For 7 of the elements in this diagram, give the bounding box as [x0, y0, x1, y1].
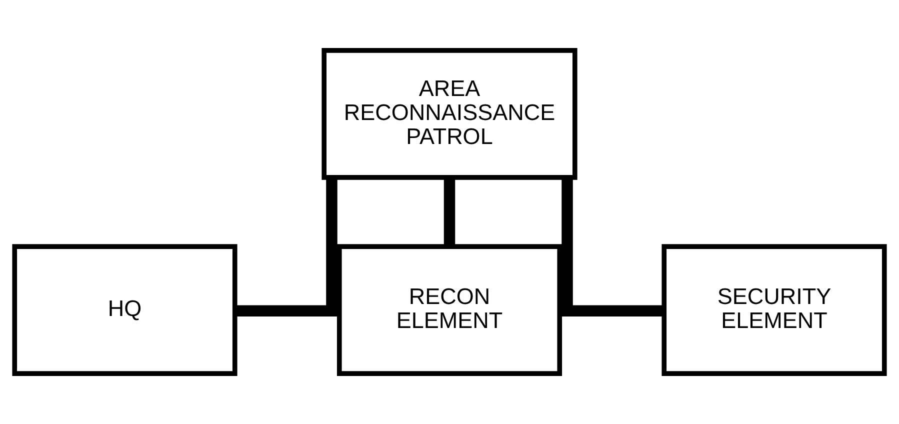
node-box: AREA RECONNAISSANCE PATROL [322, 48, 578, 180]
node-box: RECON ELEMENT [336, 244, 562, 376]
connector [562, 178, 664, 316]
node-box: SECURITY ELEMENT [662, 244, 887, 376]
node-box: HQ [12, 244, 238, 376]
connector [234, 178, 338, 316]
connector [444, 178, 456, 246]
